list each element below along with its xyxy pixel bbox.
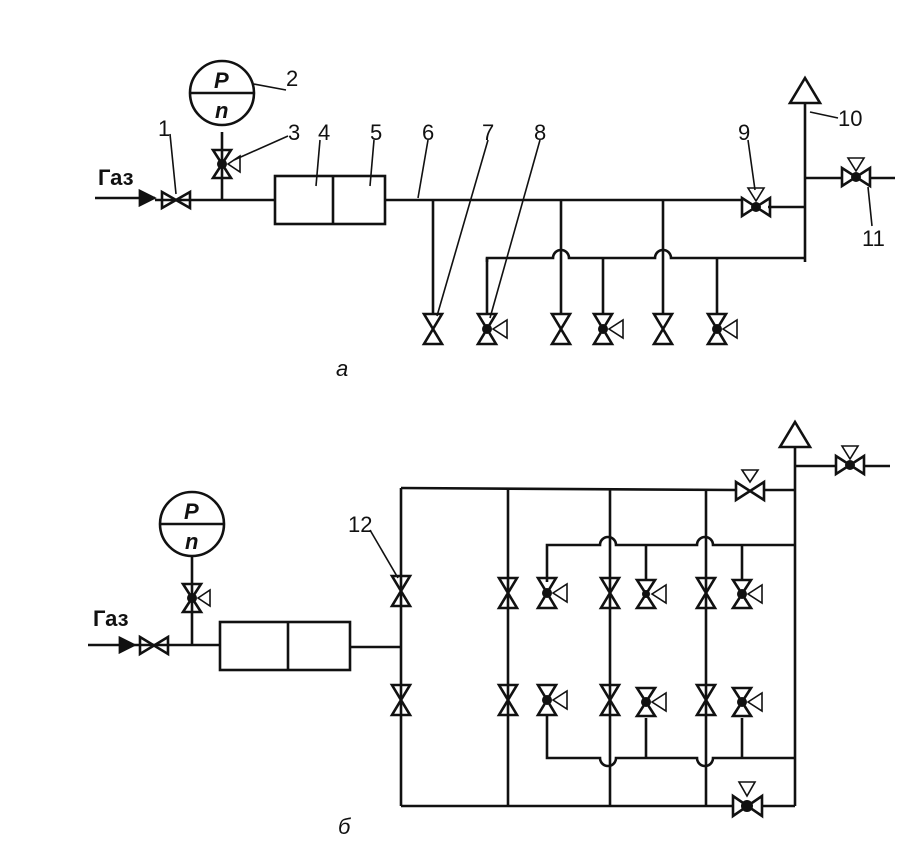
callout-8: 8: [534, 120, 546, 145]
valve-b-l1: [496, 683, 520, 717]
valve-b-u2: [535, 576, 568, 610]
callout-7: 7: [482, 120, 494, 145]
callout-6: 6: [422, 120, 434, 145]
gauge-valve-b: [180, 582, 211, 614]
valve-12: [389, 574, 413, 608]
gauge-b-bottom: n: [185, 529, 198, 554]
pressure-gauge-a: P n: [188, 59, 256, 127]
leader-11: [867, 186, 873, 227]
gas-label-a: Газ: [98, 165, 134, 190]
valve-b-l4: [634, 686, 667, 718]
leader-2: [253, 83, 287, 91]
callout-11: 11: [862, 226, 885, 251]
bottom-header-valve-b: [731, 781, 764, 819]
leader-9: [747, 139, 756, 191]
vent-cap-10: [787, 75, 823, 105]
callout-10: 10: [838, 106, 862, 131]
leader-10: [809, 111, 839, 119]
leader-8: [489, 139, 541, 319]
diagram-a: Газ P n: [95, 59, 895, 381]
diagram-b: Газ P n: [88, 419, 890, 839]
valve-b-u3: [598, 576, 622, 610]
valve-b-l6: [730, 686, 763, 718]
valve-a6: [705, 312, 738, 346]
valve-b-l5: [694, 683, 718, 717]
callout-4: 4: [318, 120, 330, 145]
leader-3: [233, 135, 289, 161]
valve-b-u6: [730, 578, 763, 610]
leader-5: [369, 139, 375, 187]
riser-lower-valve: [389, 683, 413, 717]
valve-b-l3: [598, 683, 622, 717]
valve-b-u1: [496, 576, 520, 610]
leader-12: [369, 529, 399, 579]
upper-secondary-b: [545, 535, 795, 582]
leader-7: [436, 139, 489, 317]
valve-a4: [591, 312, 624, 346]
leader-6: [417, 139, 429, 199]
callout-5: 5: [370, 120, 382, 145]
top-header-b: [400, 486, 737, 492]
gauge-b-top: P: [184, 499, 199, 524]
filter-block-b: [218, 620, 352, 672]
caption-a: а: [336, 356, 348, 381]
callout-9: 9: [738, 120, 750, 145]
valve-b-u4: [634, 578, 667, 610]
gas-label-b: Газ: [93, 606, 129, 631]
gauge-a-bottom: n: [215, 98, 228, 123]
valve-a5: [651, 312, 675, 346]
callout-2: 2: [286, 66, 298, 91]
callout-12: 12: [348, 512, 372, 537]
gauge-a-top: P: [214, 68, 229, 93]
valve-b-u5: [694, 576, 718, 610]
gauge-valve-3: [210, 148, 241, 180]
lower-secondary-b: [545, 715, 795, 768]
valve-11: [840, 157, 872, 189]
caption-b: б: [338, 814, 352, 839]
filter-block-4-5: [273, 174, 387, 226]
valve-8: [475, 312, 508, 346]
shutoff-valve-b: [138, 634, 170, 657]
valve-a3: [549, 312, 573, 346]
callout-3: 3: [288, 120, 300, 145]
leader-1: [169, 133, 177, 195]
valve-9: [740, 187, 772, 219]
callout-1: 1: [158, 116, 170, 141]
pressure-gauge-b: P n: [158, 490, 226, 558]
leader-4: [315, 139, 321, 187]
top-header-valve-b: [734, 469, 766, 503]
outlet-valve-b: [834, 445, 866, 477]
valve-b-l2: [535, 683, 568, 717]
vent-cap-b: [777, 419, 813, 449]
secondary-manifold-a: [485, 248, 805, 262]
shutoff-valve-1: [160, 189, 192, 211]
valve-7: [421, 312, 445, 346]
